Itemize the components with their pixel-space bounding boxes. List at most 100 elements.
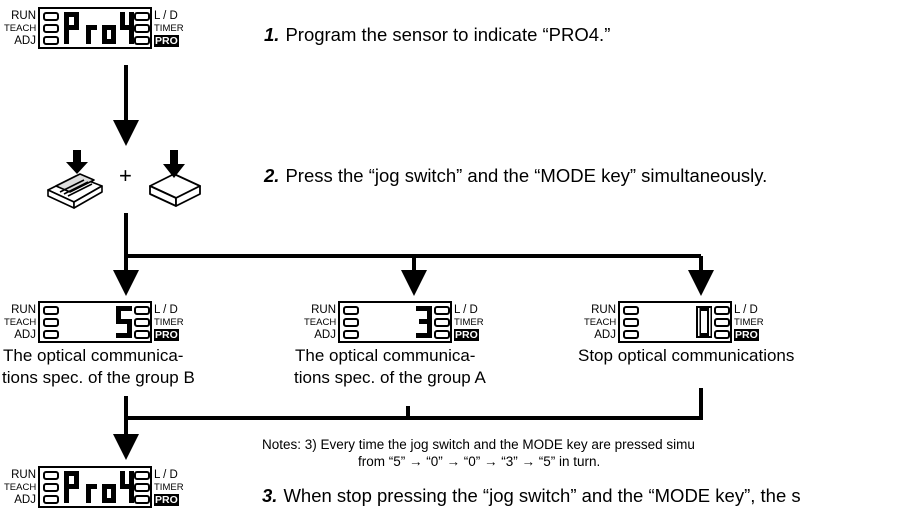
seven-seg-pro4 bbox=[64, 12, 134, 44]
step-3-number: 3. bbox=[262, 485, 278, 506]
label-run: RUN bbox=[591, 304, 616, 316]
arrow-final-head bbox=[113, 434, 139, 460]
label-adj: ADJ bbox=[314, 329, 336, 341]
indicator-run bbox=[623, 306, 639, 315]
seven-seg-3 bbox=[416, 306, 432, 338]
mode-key-icon bbox=[149, 150, 201, 207]
label-run: RUN bbox=[11, 304, 36, 316]
indicator-adj bbox=[623, 330, 639, 339]
indicator-timer bbox=[134, 483, 150, 492]
label-ld: L / D bbox=[154, 304, 178, 316]
step-2-text: Press the “jog switch” and the “MODE key… bbox=[285, 165, 768, 186]
indicator-teach bbox=[43, 483, 59, 492]
label-timer: TIMER bbox=[454, 317, 484, 328]
indicator-teach bbox=[343, 318, 359, 327]
caption-line: The optical communica- bbox=[3, 346, 184, 365]
lcd-frame bbox=[38, 466, 152, 508]
indicator-ld bbox=[134, 12, 150, 21]
lcd-frame bbox=[38, 7, 152, 49]
arrow-b-head bbox=[113, 270, 139, 296]
caption-line: The optical communica- bbox=[295, 346, 476, 365]
caption-line: tions spec. of the group B bbox=[2, 368, 195, 387]
display-group-a: RUN TEACH ADJ L / D TIMER PRO bbox=[304, 296, 484, 356]
arrow-1-head bbox=[113, 120, 139, 146]
display-group-b: RUN TEACH ADJ L / D TIMER PRO bbox=[4, 296, 184, 356]
lcd-frame bbox=[338, 301, 452, 343]
label-pro: PRO bbox=[154, 35, 179, 47]
label-adj: ADJ bbox=[14, 329, 36, 341]
seven-seg-0 bbox=[696, 306, 712, 338]
indicator-teach bbox=[623, 318, 639, 327]
caption-line: Stop optical communications bbox=[578, 346, 795, 365]
indicator-ld bbox=[134, 471, 150, 480]
label-run: RUN bbox=[11, 469, 36, 481]
label-teach: TEACH bbox=[4, 482, 37, 493]
note-line-2: from “5” → “0” → “0” → “3” → “5” in turn… bbox=[358, 454, 601, 469]
label-adj: ADJ bbox=[594, 329, 616, 341]
display-bottom: RUN TEACH ADJ L / D TIMER PRO bbox=[4, 461, 184, 521]
seven-seg-pro4 bbox=[64, 471, 134, 503]
label-run: RUN bbox=[11, 10, 36, 22]
indicator-timer bbox=[434, 318, 450, 327]
indicator-timer bbox=[714, 318, 730, 327]
label-ld: L / D bbox=[154, 10, 178, 22]
note-line-1: Notes: 3) Every time the jog switch and … bbox=[262, 437, 695, 452]
step-1-number: 1. bbox=[264, 24, 280, 45]
indicator-teach bbox=[43, 318, 59, 327]
indicator-adj bbox=[43, 330, 59, 339]
arrow-stop-head bbox=[688, 270, 714, 296]
indicator-pro bbox=[714, 330, 730, 339]
step-2-number: 2. bbox=[264, 165, 280, 186]
jog-switch-icon bbox=[47, 150, 103, 209]
label-timer: TIMER bbox=[734, 317, 764, 328]
indicator-run bbox=[43, 471, 59, 480]
step-1-text: Program the sensor to indicate “PRO4.” bbox=[285, 24, 611, 45]
label-adj: ADJ bbox=[14, 494, 36, 506]
indicator-ld bbox=[434, 306, 450, 315]
plus-sign: + bbox=[119, 163, 132, 188]
lcd-frame bbox=[38, 301, 152, 343]
indicator-pro bbox=[134, 495, 150, 504]
indicator-timer bbox=[134, 318, 150, 327]
display-top: RUN TEACH ADJ L / D TIMER PRO bbox=[4, 2, 184, 62]
step-3: 3.When stop pressing the “jog switch” an… bbox=[262, 485, 801, 507]
caption-group-a: The optical communica- tions spec. of th… bbox=[294, 345, 486, 389]
label-timer: TIMER bbox=[154, 317, 184, 328]
label-pro: PRO bbox=[734, 329, 759, 341]
label-pro: PRO bbox=[154, 329, 179, 341]
step-3-text: When stop pressing the “jog switch” and … bbox=[283, 485, 801, 506]
label-teach: TEACH bbox=[4, 23, 37, 34]
lcd-frame bbox=[618, 301, 732, 343]
indicator-pro bbox=[434, 330, 450, 339]
indicator-timer bbox=[134, 24, 150, 33]
indicator-ld bbox=[134, 306, 150, 315]
label-run: RUN bbox=[311, 304, 336, 316]
indicator-pro bbox=[134, 330, 150, 339]
caption-group-b: The optical communica- tions spec. of th… bbox=[2, 345, 195, 389]
display-stop: RUN TEACH ADJ L / D TIMER PRO bbox=[584, 296, 764, 356]
caption-line: tions spec. of the group A bbox=[294, 368, 486, 387]
label-teach: TEACH bbox=[304, 317, 337, 328]
label-pro: PRO bbox=[154, 494, 179, 506]
indicator-adj bbox=[43, 36, 59, 45]
label-adj: ADJ bbox=[14, 35, 36, 47]
step-1: 1.Program the sensor to indicate “PRO4.” bbox=[264, 24, 610, 46]
label-pro: PRO bbox=[454, 329, 479, 341]
label-ld: L / D bbox=[454, 304, 478, 316]
label-teach: TEACH bbox=[4, 317, 37, 328]
caption-stop: Stop optical communications bbox=[578, 345, 794, 367]
label-ld: L / D bbox=[154, 469, 178, 481]
arrow-a-head bbox=[401, 270, 427, 296]
indicator-run bbox=[343, 306, 359, 315]
indicator-adj bbox=[343, 330, 359, 339]
label-timer: TIMER bbox=[154, 482, 184, 493]
indicator-run bbox=[43, 12, 59, 21]
indicator-adj bbox=[43, 495, 59, 504]
label-teach: TEACH bbox=[584, 317, 617, 328]
indicator-run bbox=[43, 306, 59, 315]
indicator-ld bbox=[714, 306, 730, 315]
step-2: 2.Press the “jog switch” and the “MODE k… bbox=[264, 165, 767, 187]
label-timer: TIMER bbox=[154, 23, 184, 34]
indicator-pro bbox=[134, 36, 150, 45]
